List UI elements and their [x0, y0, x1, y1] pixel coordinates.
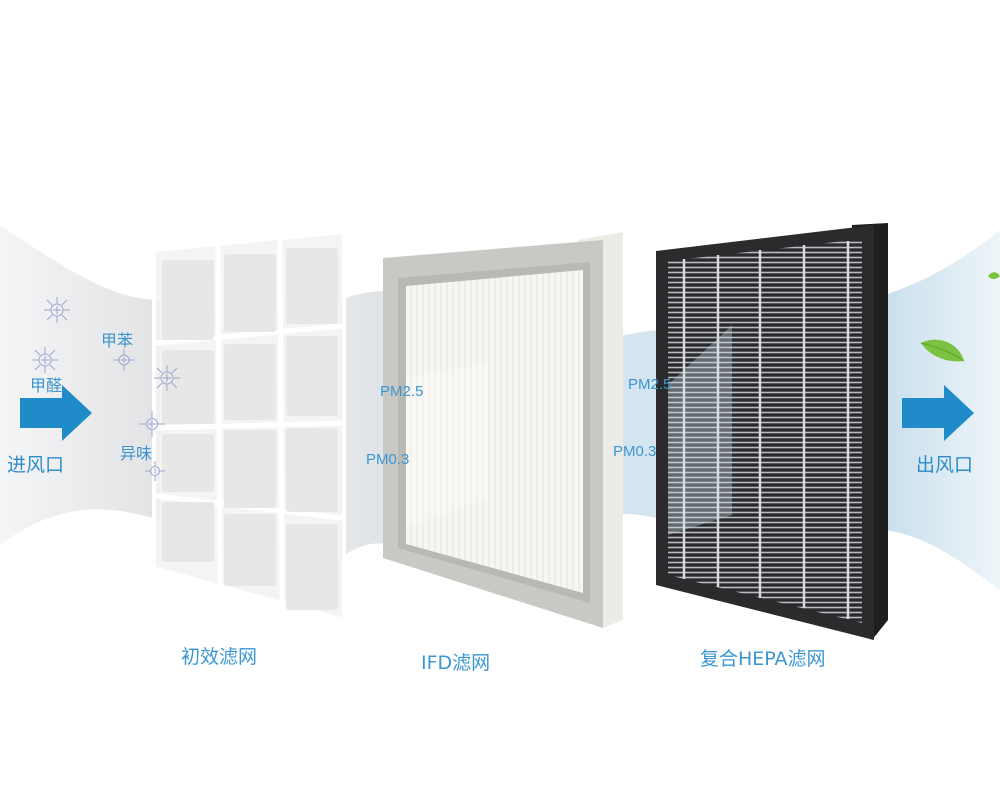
molecule-icon [44, 297, 70, 323]
inlet-arrow-icon [20, 385, 92, 441]
hepa-tag-pm25: PM2.5 [628, 376, 672, 393]
caption-ifd-filter: IFD滤网 [421, 652, 491, 674]
inlet-label: 进风口 [7, 454, 65, 476]
ifd-filter-image [383, 232, 623, 628]
pollutant-label-odor: 异味 [120, 444, 153, 463]
outlet-label: 出风口 [916, 454, 974, 476]
ifd-tag-pm03: PM0.3 [366, 451, 410, 468]
molecule-icon [145, 461, 165, 481]
pollutant-label-formaldehyde: 甲醛 [30, 376, 63, 395]
pre-filter-image [152, 229, 346, 623]
leaf-icon [920, 339, 965, 362]
caption-pre-filter: 初效滤网 [181, 646, 258, 668]
hepa-filter-image [656, 223, 888, 640]
molecule-icon [32, 347, 58, 373]
leaf-icon [988, 272, 1000, 279]
hepa-tag-pm03: PM0.3 [613, 443, 657, 460]
molecule-icon [113, 349, 135, 371]
ifd-tag-pm25: PM2.5 [380, 383, 424, 400]
outlet-arrow-icon [902, 385, 974, 441]
pollutant-label-toluene: 甲苯 [101, 331, 134, 350]
molecule-icon [154, 365, 180, 391]
molecule-icon [139, 411, 165, 437]
caption-hepa-filter: 复合HEPA滤网 [700, 648, 826, 670]
